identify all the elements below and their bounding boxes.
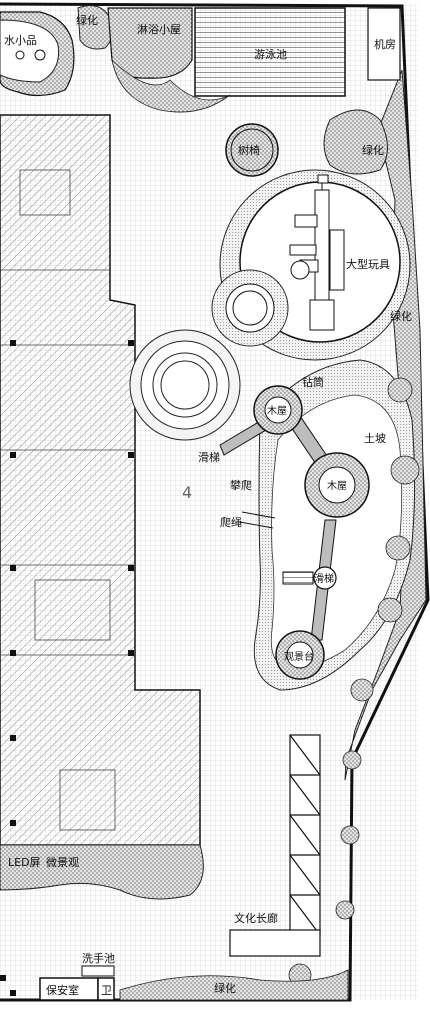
label-big-playset: 大型玩具 <box>346 257 390 271</box>
label-green-top-right: 绿化 <box>362 143 384 157</box>
green-top-right-shape <box>323 109 388 175</box>
viewing-deck <box>275 630 325 680</box>
label-building-number: 4 <box>182 483 192 502</box>
label-pool: 游泳池 <box>254 47 287 61</box>
label-viewing-deck: 观景台 <box>284 650 314 663</box>
label-hand-wash: 洗手池 <box>82 951 115 965</box>
label-tower-node: 滑梯 <box>314 572 334 585</box>
big-playset <box>289 174 345 331</box>
hand-wash <box>81 965 115 977</box>
label-slope: 土坡 <box>364 432 386 445</box>
label-climb: 攀爬 <box>230 479 252 492</box>
label-slide: 滑梯 <box>198 451 220 464</box>
label-wood-house-a: 木屋 <box>267 405 287 417</box>
green-bottom <box>119 969 349 1001</box>
round-paving-mid <box>129 329 241 441</box>
label-machine-room: 机房 <box>374 37 396 51</box>
label-micro-landscape: 微景观 <box>46 855 79 869</box>
label-shower-hut: 淋浴小屋 <box>137 23 181 36</box>
building-partitions <box>0 169 135 831</box>
micro-landscape <box>0 844 204 900</box>
label-green-top-left: 绿化 <box>76 13 98 27</box>
label-wc: 卫 <box>101 984 112 997</box>
swimming-pool <box>194 7 346 97</box>
machine-room <box>367 7 401 81</box>
label-drill-tube: 钻筒 <box>302 375 324 389</box>
wood-house-a <box>253 385 303 435</box>
label-led-screen: LED屏 <box>8 856 41 869</box>
label-guard-room: 保安室 <box>46 983 79 997</box>
culture-corridor <box>229 734 321 957</box>
wc-room <box>97 977 115 1001</box>
label-green-mid-right: 绿化 <box>390 309 412 323</box>
wood-house-b <box>304 452 370 518</box>
label-tree-seat: 树椅 <box>238 143 260 157</box>
tower-node <box>282 566 337 590</box>
label-culture-corridor: 文化长廊 <box>234 911 278 925</box>
building-columns <box>10 340 134 826</box>
label-wood-house-b: 木屋 <box>327 480 347 492</box>
trees-right <box>288 377 420 987</box>
label-green-bottom: 绿化 <box>214 981 236 995</box>
label-water-feature: 水小品 <box>4 34 37 47</box>
label-rope-climb: 爬绳 <box>220 515 242 529</box>
climb-marks <box>239 511 276 529</box>
tree-seat <box>225 123 279 177</box>
